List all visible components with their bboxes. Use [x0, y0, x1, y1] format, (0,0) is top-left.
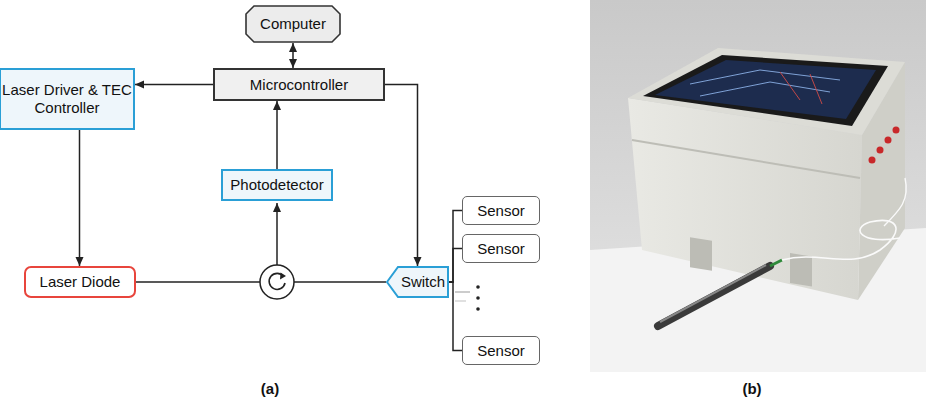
sensor-box: Sensor [462, 234, 540, 263]
text-group: Sensor [477, 202, 525, 220]
switch-shape: Switch [386, 266, 449, 298]
text-group: Sensor [477, 342, 525, 360]
text-group: Computer [260, 15, 326, 33]
connector [385, 85, 418, 267]
connector [276, 101, 278, 169]
connector [449, 211, 462, 283]
text-group: Laser Driver & TEC Controller [1, 81, 133, 117]
connector [79, 130, 81, 266]
connector [135, 84, 213, 86]
node-label: Computer [260, 15, 326, 33]
sensor-box: Sensor [462, 336, 540, 365]
text-group: Photodetector [230, 176, 323, 194]
panel-label: (a) [261, 380, 279, 397]
text-group: Sensor [477, 240, 525, 258]
text-group: Laser Diode [40, 273, 121, 291]
node-label: Laser Diode [40, 273, 121, 291]
ellipsis-dots [476, 285, 480, 311]
sensor-box: Sensor [462, 196, 540, 225]
node-label: Sensor [477, 240, 525, 258]
circulator-lead [276, 203, 278, 265]
device-photo [590, 0, 926, 372]
circulator-symbol [260, 265, 294, 299]
computer-octagon: Computer [245, 5, 341, 43]
controller-box: Microcontroller [213, 68, 385, 101]
connector [449, 249, 462, 283]
node-label: Photodetector [230, 176, 323, 194]
node-label: Laser Driver & TEC Controller [1, 81, 133, 117]
node-label: Microcontroller [250, 76, 348, 94]
driver-box: Laser Driver & TEC Controller [0, 68, 135, 130]
faint-branch [455, 300, 466, 301]
connector [292, 43, 294, 68]
node-label: Switch [401, 273, 445, 291]
text-group: Microcontroller [250, 76, 348, 94]
detector-box: Photodetector [221, 169, 333, 201]
laser-box: Laser Diode [24, 266, 136, 298]
text-group: Switch [401, 273, 445, 291]
node-label: Sensor [477, 202, 525, 220]
node-label: Sensor [477, 342, 525, 360]
panel-label: (b) [742, 380, 761, 397]
faint-branch [455, 291, 470, 292]
